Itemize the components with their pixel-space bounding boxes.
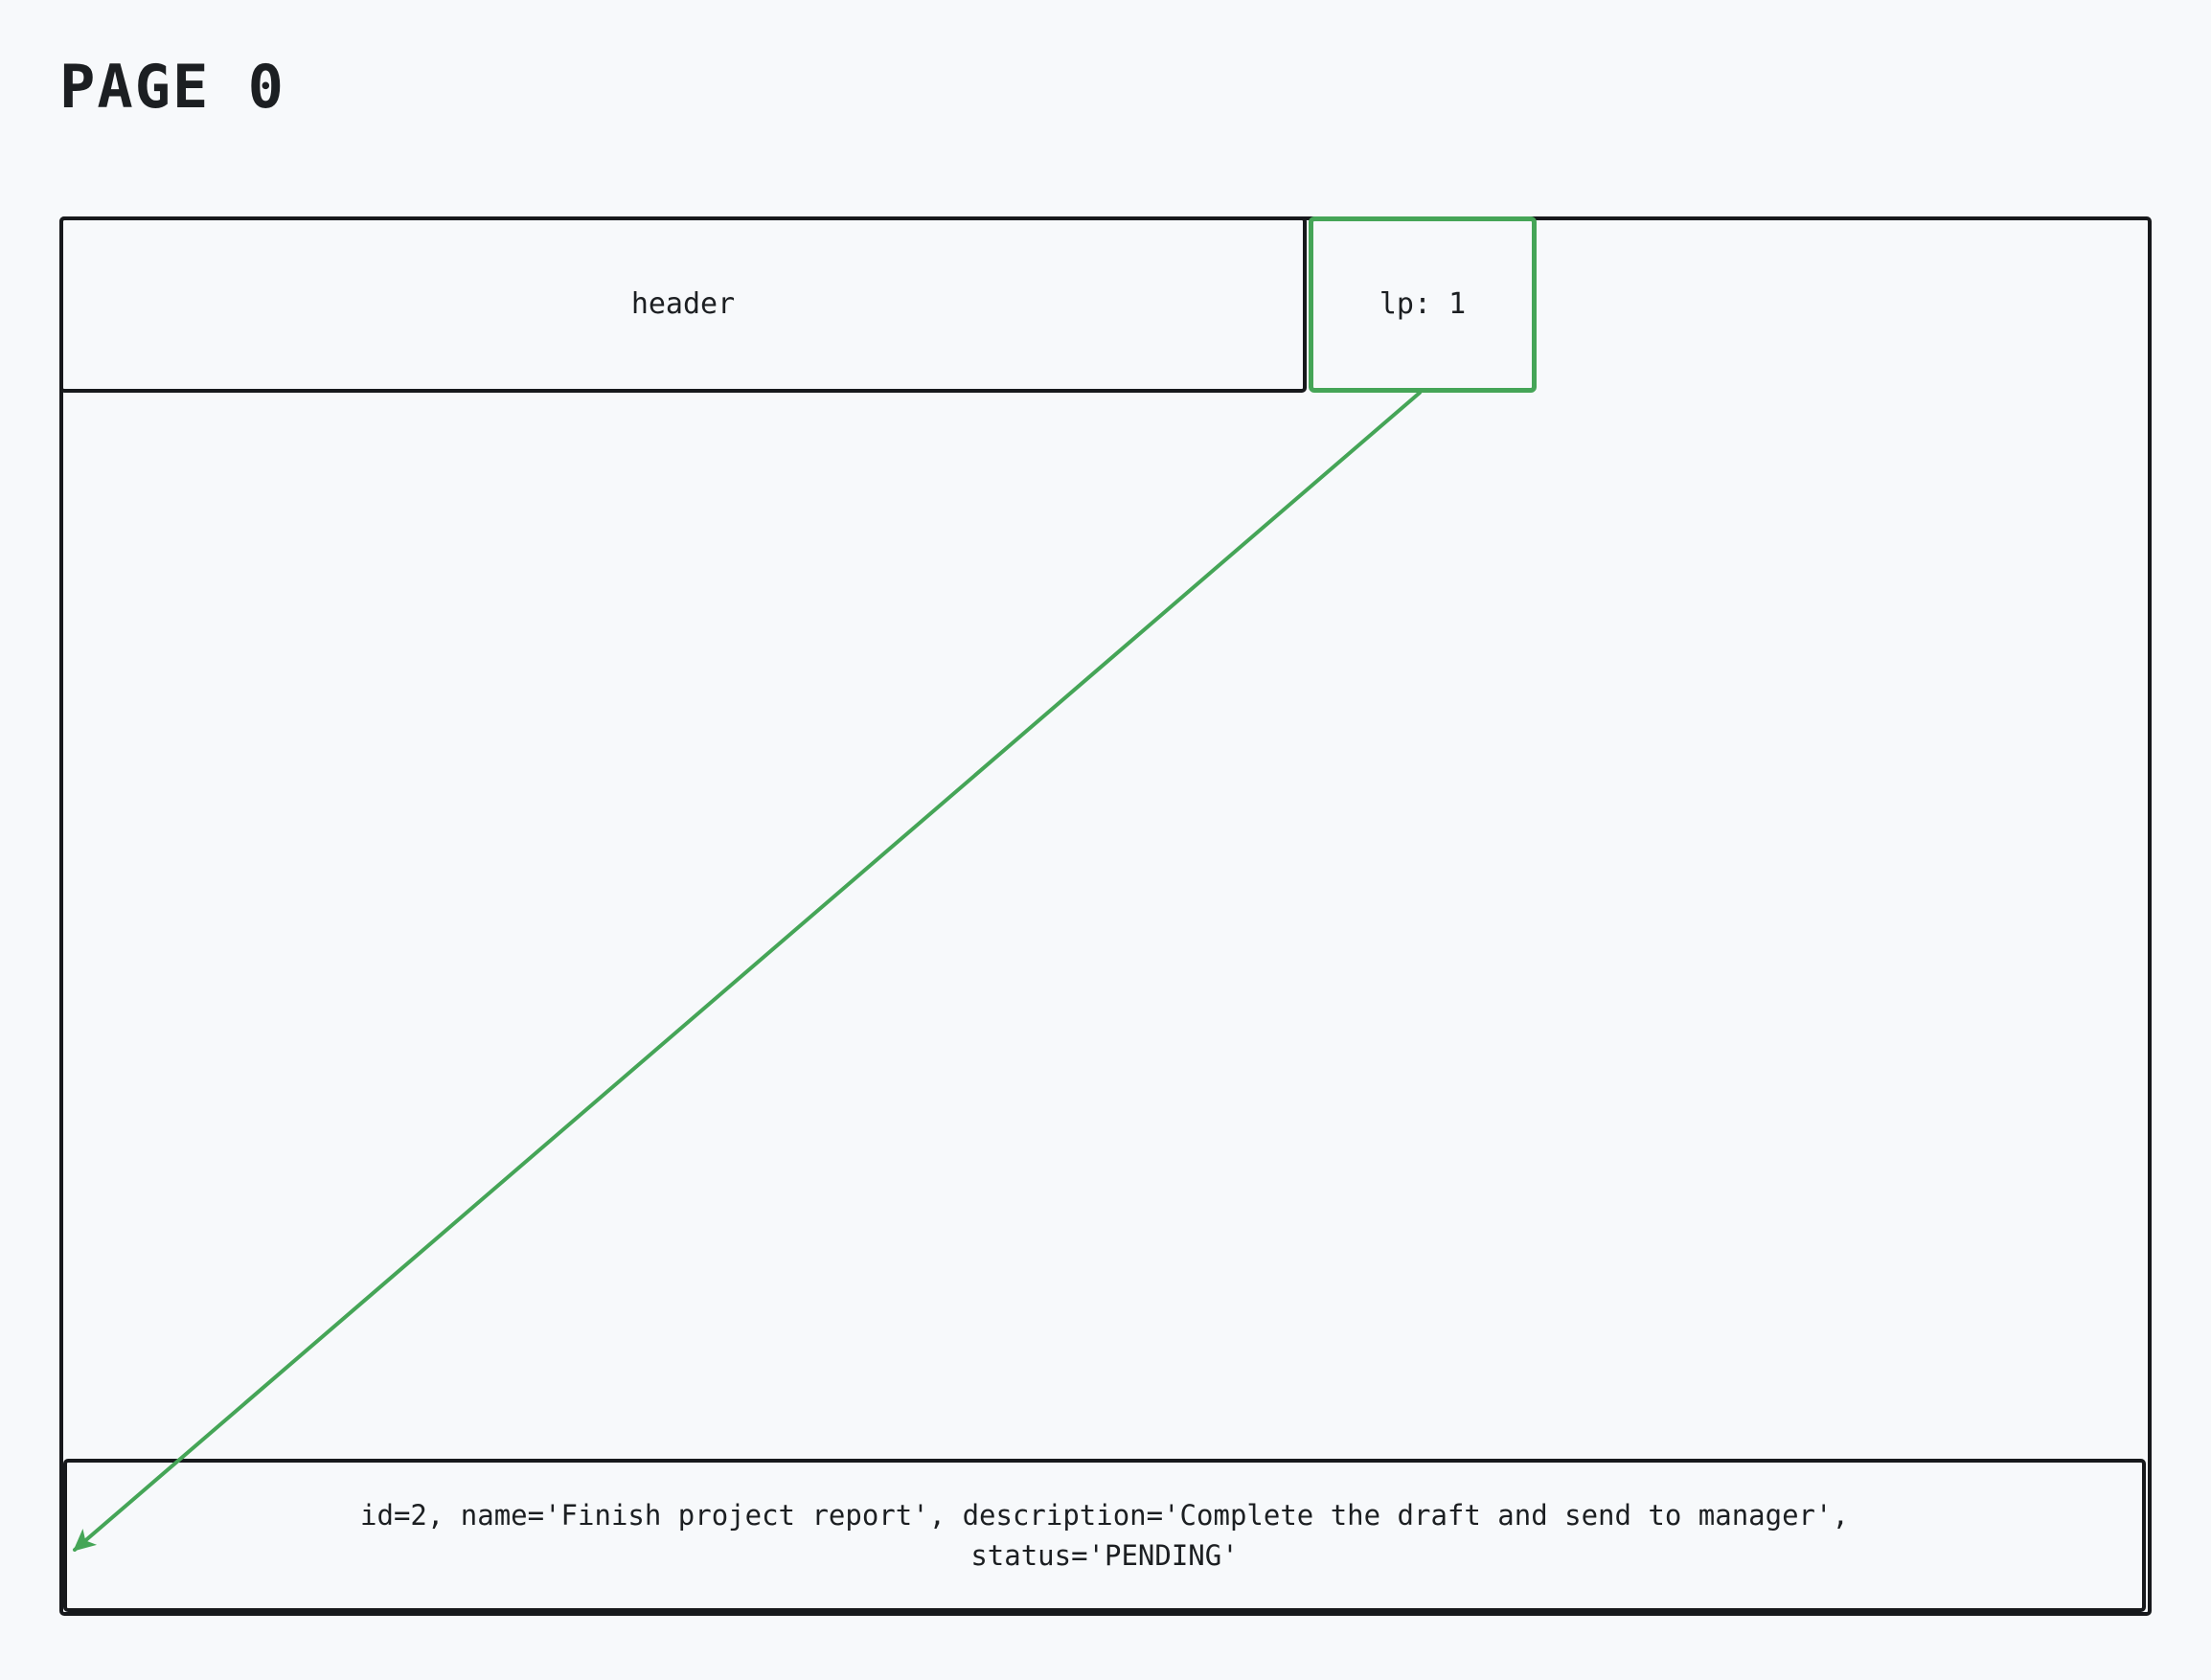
- header-block[interactable]: header: [59, 216, 1307, 393]
- highlighted-element-label: lp: 1: [1379, 287, 1467, 321]
- footer-record-block[interactable]: id=2, name='Finish project report', desc…: [63, 1459, 2146, 1612]
- header-block-label: header: [630, 287, 736, 321]
- highlighted-element-lp[interactable]: lp: 1: [1309, 216, 1537, 393]
- footer-record-text: id=2, name='Finish project report', desc…: [360, 1498, 1849, 1572]
- page-frame: [59, 216, 2152, 1616]
- page-title: PAGE 0: [59, 52, 285, 122]
